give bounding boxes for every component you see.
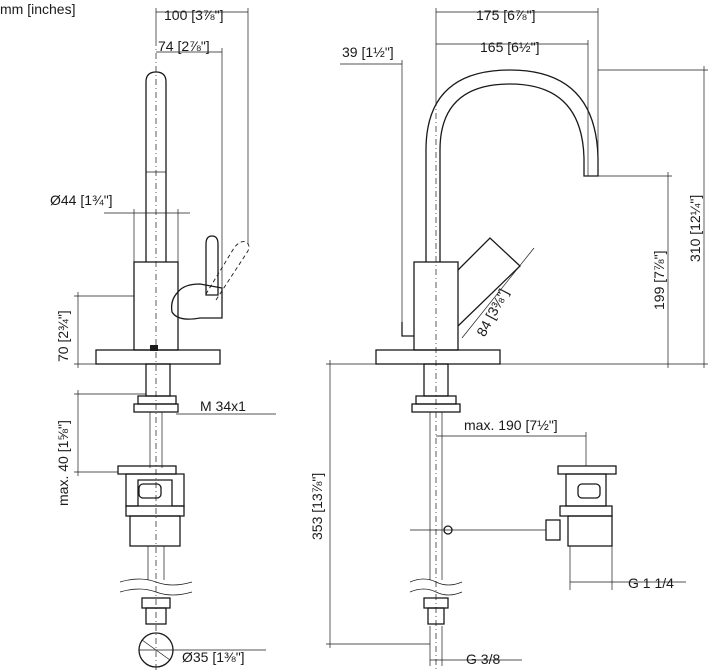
side-spout-reach-label: 74 [2⅞"] (158, 38, 210, 54)
units-label: mm [inches] (0, 1, 76, 17)
front-supply-thread-label: G 3/8 (466, 651, 501, 667)
side-hole-diameter-label: Ø35 [1⅜"] (182, 649, 245, 665)
side-view-faucet (95, 40, 250, 671)
side-thread-label: M 34x1 (200, 398, 246, 414)
front-view-dimensions (326, 8, 708, 666)
side-total-depth-label: 100 [3⅞"] (164, 7, 224, 23)
front-spout-reach-label: 175 [6⅞"] (476, 7, 536, 23)
side-body-height-label: 70 [2¾"] (55, 310, 71, 362)
side-body-diameter-label: Ø44 [1¾"] (50, 192, 113, 208)
front-drain-thread-label: G 1 1/4 (628, 575, 674, 591)
front-spout-inner-label: 165 [6½"] (480, 39, 540, 55)
front-drain-reach-label: max. 190 [7½"] (464, 417, 558, 433)
front-under-height-label: 353 [13⅞"] (309, 472, 325, 540)
front-view-faucet (375, 69, 617, 671)
front-total-height-label: 310 [12¼"] (687, 194, 703, 262)
front-body-offset-label: 39 [1½"] (342, 44, 394, 60)
side-max-countertop-label: max. 40 [1⅝"] (55, 420, 71, 506)
side-view-dimensions (74, 8, 276, 651)
front-spout-height-label: 199 [7⅞"] (651, 250, 667, 310)
